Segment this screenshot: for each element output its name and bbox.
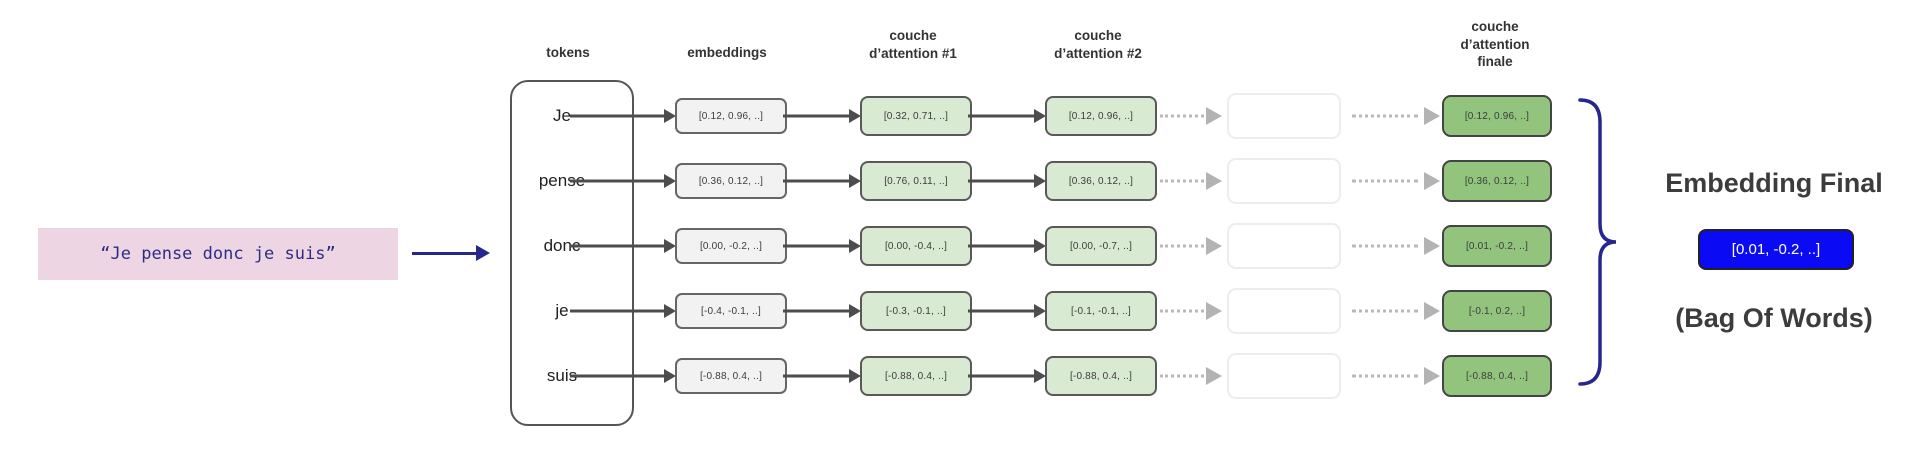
column-header-attention-1: couche d’attention #1: [869, 28, 957, 61]
dotted-arrow-icon: [1160, 374, 1204, 378]
arrow-icon: [783, 244, 849, 248]
token-label: pense: [538, 171, 586, 190]
arrowhead-icon: [664, 304, 676, 318]
column-header-attention-final: couche d’attention finale: [1460, 19, 1530, 70]
attention-1-box: [0.32, 0.71, ..]: [860, 96, 972, 136]
tokens-container: [510, 80, 634, 426]
attention-1-box: [-0.88, 0.4, ..]: [860, 356, 972, 396]
dotted-arrowhead-icon: [1424, 237, 1440, 255]
attention-final-box: [0.01, -0.2, ..]: [1442, 225, 1552, 267]
column-header-embeddings: embeddings: [687, 45, 767, 60]
arrow-icon: [570, 309, 664, 313]
dotted-arrowhead-icon: [1206, 107, 1222, 125]
token-row-je-1: Je [0.12, 0.96, ..] [0.32, 0.71, ..] [0.…: [0, 84, 1932, 148]
arrow-icon: [570, 114, 664, 118]
hidden-layer-placeholder-box: [1227, 353, 1341, 399]
arrowhead-icon: [664, 239, 676, 253]
arrowhead-icon: [664, 109, 676, 123]
attention-2-box: [-0.88, 0.4, ..]: [1045, 356, 1157, 396]
attention-final-box: [-0.88, 0.4, ..]: [1442, 355, 1552, 397]
dotted-arrow-icon: [1352, 114, 1418, 118]
attention-final-box: [0.36, 0.12, ..]: [1442, 160, 1552, 202]
arrowhead-icon: [664, 369, 676, 383]
dotted-arrowhead-icon: [1206, 302, 1222, 320]
dotted-arrow-icon: [1160, 179, 1204, 183]
arrowhead-icon: [664, 174, 676, 188]
arrow-icon: [570, 374, 664, 378]
arrow-icon: [783, 374, 849, 378]
dotted-arrowhead-icon: [1424, 172, 1440, 190]
embedding-box: [0.00, -0.2, ..]: [675, 228, 787, 264]
attention-final-box: [-0.1, 0.2, ..]: [1442, 290, 1552, 332]
arrow-icon: [783, 114, 849, 118]
arrowhead-icon: [849, 304, 861, 318]
attention-final-box: [0.12, 0.96, ..]: [1442, 95, 1552, 137]
dotted-arrowhead-icon: [1424, 367, 1440, 385]
attention-2-box: [-0.1, -0.1, ..]: [1045, 291, 1157, 331]
attention-1-box: [0.00, -0.4, ..]: [860, 226, 972, 266]
input-arrow-icon: [412, 252, 476, 255]
arrowhead-icon: [1034, 369, 1046, 383]
arrow-icon: [968, 244, 1034, 248]
embedding-box: [0.12, 0.96, ..]: [675, 98, 787, 134]
arrow-icon: [783, 309, 849, 313]
arrowhead-icon: [849, 369, 861, 383]
embedding-box: [-0.88, 0.4, ..]: [675, 358, 787, 394]
token-label: je: [555, 301, 569, 320]
arrow-icon: [570, 244, 664, 248]
token-label: Je: [553, 106, 571, 125]
attention-2-box: [0.36, 0.12, ..]: [1045, 161, 1157, 201]
embedding-box: [-0.4, -0.1, ..]: [675, 293, 787, 329]
arrowhead-icon: [1034, 239, 1046, 253]
token-row-je-2: je [-0.4, -0.1, ..] [-0.3, -0.1, ..] [-0…: [0, 279, 1932, 343]
dotted-arrow-icon: [1352, 244, 1418, 248]
dotted-arrow-icon: [1160, 309, 1204, 313]
attention-2-box: [0.12, 0.96, ..]: [1045, 96, 1157, 136]
dotted-arrowhead-icon: [1424, 107, 1440, 125]
embedding-box: [0.36, 0.12, ..]: [675, 163, 787, 199]
dotted-arrowhead-icon: [1206, 367, 1222, 385]
arrowhead-icon: [1034, 109, 1046, 123]
token-row-pense: pense [0.36, 0.12, ..] [0.76, 0.11, ..] …: [0, 149, 1932, 213]
attention-1-box: [-0.3, -0.1, ..]: [860, 291, 972, 331]
arrow-icon: [783, 179, 849, 183]
arrowhead-icon: [1034, 304, 1046, 318]
arrow-icon: [968, 179, 1034, 183]
hidden-layer-placeholder-box: [1227, 158, 1341, 204]
hidden-layer-placeholder-box: [1227, 288, 1341, 334]
token-label: suis: [546, 366, 578, 385]
dotted-arrowhead-icon: [1424, 302, 1440, 320]
dotted-arrow-icon: [1352, 374, 1418, 378]
arrowhead-icon: [849, 239, 861, 253]
column-header-attention-2: couche d’attention #2: [1054, 28, 1142, 61]
arrow-icon: [968, 374, 1034, 378]
hidden-layer-placeholder-box: [1227, 223, 1341, 269]
token-label: donc: [543, 236, 581, 255]
dotted-arrow-icon: [1160, 244, 1204, 248]
dotted-arrowhead-icon: [1206, 172, 1222, 190]
brace-icon: [1578, 98, 1617, 386]
dotted-arrow-icon: [1352, 309, 1418, 313]
arrow-icon: [968, 114, 1034, 118]
embedding-final-title: Embedding Final: [1665, 168, 1883, 198]
dotted-arrow-icon: [1160, 114, 1204, 118]
final-embedding-vector-box: [0.01, -0.2, ..]: [1698, 229, 1854, 270]
dotted-arrow-icon: [1352, 179, 1418, 183]
input-arrowhead-icon: [476, 245, 490, 261]
attention-2-box: [0.00, -0.7, ..]: [1045, 226, 1157, 266]
token-row-donc: donc [0.00, -0.2, ..] [0.00, -0.4, ..] […: [0, 214, 1932, 278]
token-row-suis: suis [-0.88, 0.4, ..] [-0.88, 0.4, ..] […: [0, 344, 1932, 408]
dotted-arrowhead-icon: [1206, 237, 1222, 255]
column-header-tokens: tokens: [546, 45, 590, 60]
input-sentence-box: “Je pense donc je suis”: [38, 228, 398, 280]
arrowhead-icon: [849, 174, 861, 188]
arrow-icon: [968, 309, 1034, 313]
arrowhead-icon: [1034, 174, 1046, 188]
attention-1-box: [0.76, 0.11, ..]: [860, 161, 972, 201]
arrowhead-icon: [849, 109, 861, 123]
bag-of-words-label: (Bag Of Words): [1675, 303, 1873, 333]
hidden-layer-placeholder-box: [1227, 93, 1341, 139]
arrow-icon: [570, 179, 664, 183]
